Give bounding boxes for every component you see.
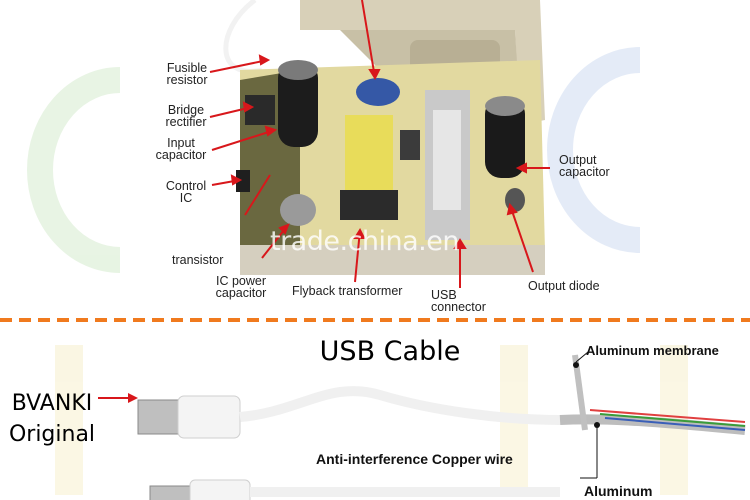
section-title: USB Cable: [319, 336, 461, 367]
label-line: capacitor: [559, 165, 610, 179]
label-line: Input: [167, 136, 195, 150]
label-usb-connector: USB connector: [431, 288, 501, 314]
label-line: Output: [559, 153, 597, 167]
label-output-capacitor: Output capacitor: [559, 153, 629, 179]
label-flyback-transformer: Flyback transformer: [292, 284, 403, 298]
white-wire: [223, 0, 263, 74]
label-line: IC: [179, 191, 193, 205]
label-aluminum-membrane: Aluminum membrane: [586, 343, 719, 358]
label-line: rectifier: [165, 115, 207, 129]
brand-line: BVANKI: [11, 391, 93, 416]
label-line: Bridge: [167, 103, 205, 117]
label-line: Fusible: [166, 61, 208, 75]
label-line: IC power: [215, 274, 267, 288]
brand-label: BVANKI Original: [2, 388, 102, 450]
label-line: capacitor: [215, 286, 267, 300]
pcb-board: [236, 60, 545, 275]
label-ic-power-capacitor: IC power capacitor: [208, 274, 274, 300]
label-output-diode: Output diode: [528, 279, 600, 293]
pointer-arrows: [209, 0, 550, 288]
label-line: resistor: [166, 73, 208, 87]
cable-pointers: [98, 351, 600, 479]
label-transistor: transistor: [172, 253, 224, 267]
label-control-ic: Control IC: [160, 179, 212, 205]
label-bridge-rectifier: Bridge rectifier: [156, 103, 216, 129]
label-fusible-resistor: Fusible resistor: [160, 61, 214, 87]
label-copper-wire: Anti-interference Copper wire: [316, 451, 513, 467]
label-line: capacitor: [155, 148, 207, 162]
brand-line: Original: [8, 422, 96, 447]
watermark-text: trade.china.en: [270, 226, 460, 257]
usb-cable-illustration: [137, 354, 746, 500]
label-line: USB: [431, 288, 457, 302]
label-input-capacitor: Input capacitor: [150, 136, 212, 162]
label-line: Control: [165, 179, 207, 193]
label-line: connector: [431, 300, 486, 314]
label-aluminum: Aluminum: [584, 483, 653, 499]
